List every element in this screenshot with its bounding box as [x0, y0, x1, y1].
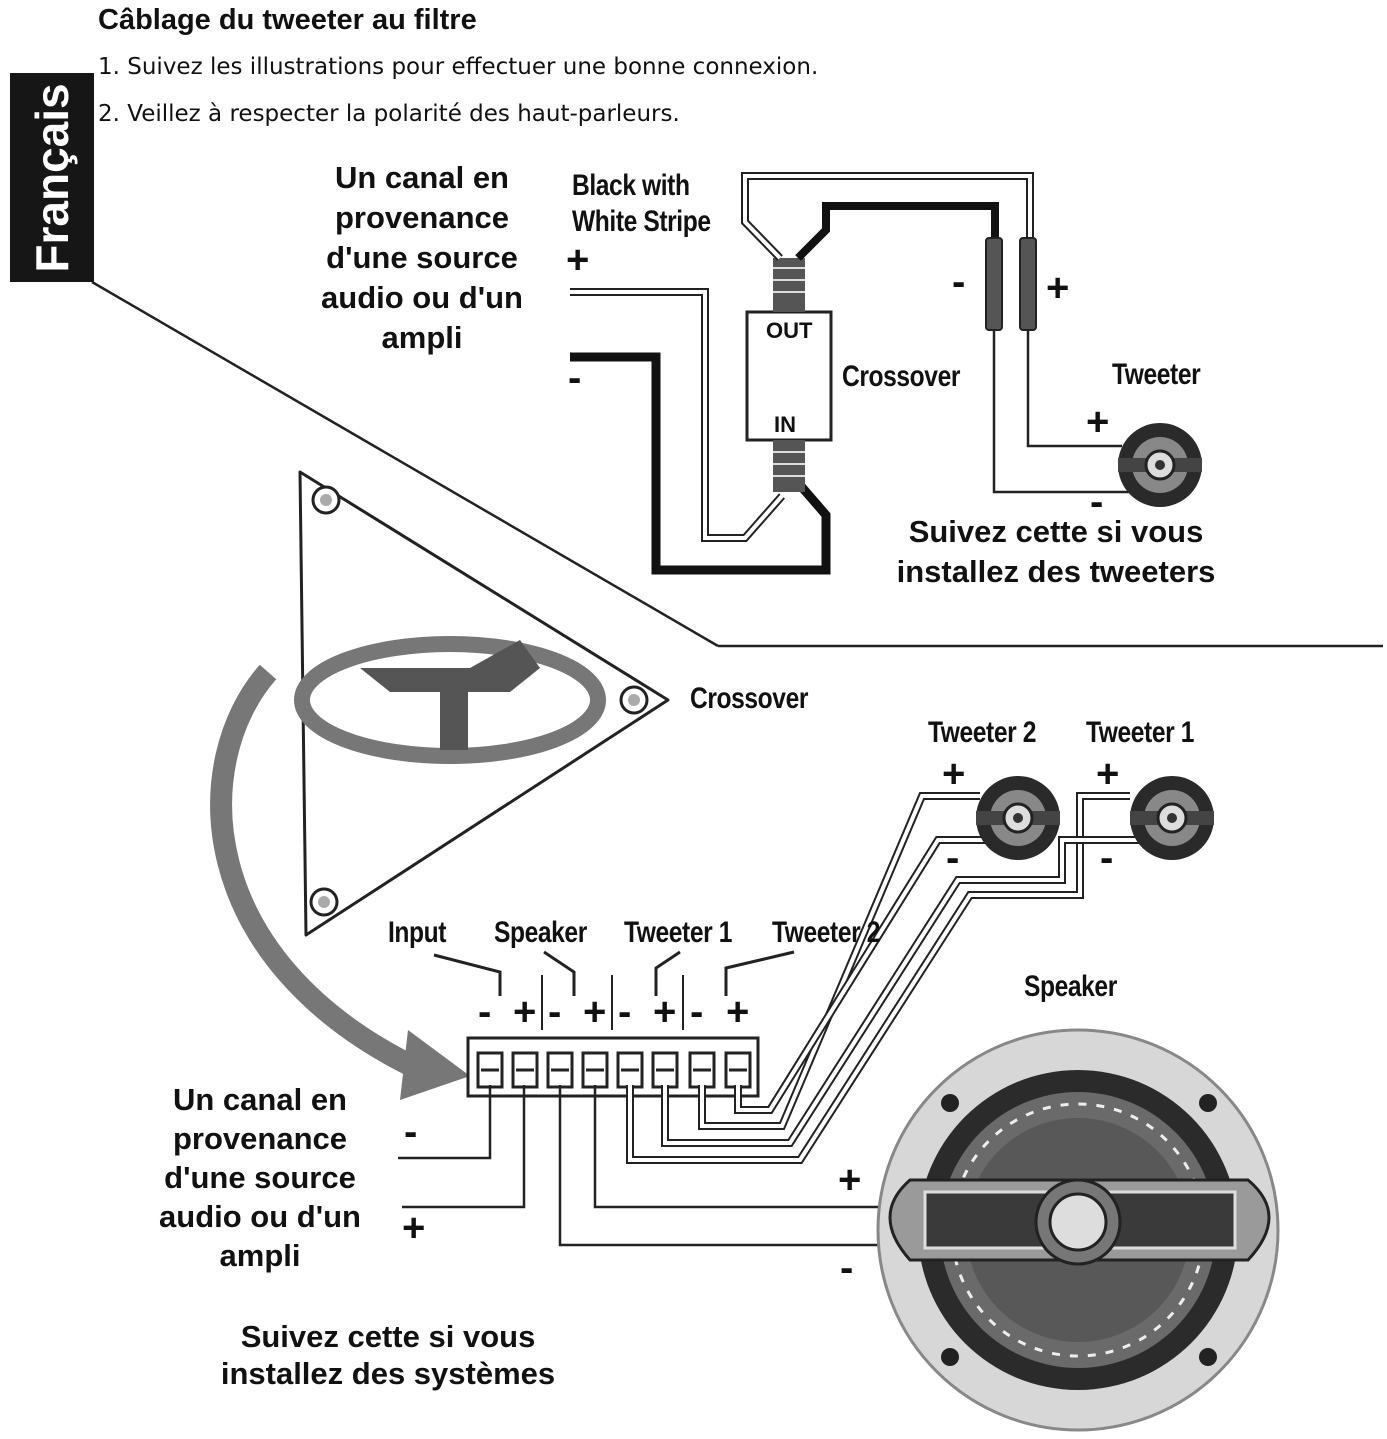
speaker-label: Speaker: [1024, 970, 1117, 1003]
bottom-source-minus: -: [404, 1110, 418, 1154]
speaker-plus-sign: +: [838, 1158, 862, 1202]
top-note: Suivez cette si vous installez des tweet…: [896, 514, 1216, 589]
terminal-sign-4: +: [583, 990, 607, 1034]
connector-positive: [1019, 237, 1037, 331]
tweeter-plus-sign: +: [1086, 400, 1110, 444]
terminal-sign-7: -: [690, 990, 704, 1034]
crossover-triangle-graphic: [294, 470, 670, 937]
terminal-label-speaker: Speaker: [494, 916, 587, 949]
curved-arrow-graphic: [210, 664, 470, 1100]
terminal-leaders: [433, 950, 795, 996]
crossover-cable-top: [773, 258, 805, 312]
divider-diagonal: [91, 280, 719, 648]
tweeter-minus-sign: -: [1090, 480, 1104, 524]
terminal-sign-3: -: [548, 990, 562, 1034]
tweeter1-label: Tweeter 1: [1086, 716, 1194, 749]
terminal-label-input: Input: [388, 916, 447, 949]
language-tab: Français: [10, 73, 94, 282]
speaker-wire-negative: [558, 1085, 880, 1247]
tweeter2-plus-sign: +: [942, 752, 966, 796]
tweeter1-graphic: [1130, 776, 1214, 860]
terminal-sign-5: -: [618, 990, 632, 1034]
instruction-step-1: 1. Suivez les illustrations pour effectu…: [98, 54, 819, 80]
instruction-step-2: 2. Veillez à respecter la polarité des h…: [98, 101, 680, 127]
tweeter1-wires: [626, 792, 1140, 1164]
crossover-in-label: IN: [774, 412, 796, 437]
terminal-label-tweeter2: Tweeter 2: [772, 916, 880, 949]
crossover-out-label: OUT: [766, 318, 813, 343]
top-tweeter-graphic: [1118, 423, 1202, 507]
terminal-label-tweeter1: Tweeter 1: [624, 916, 732, 949]
terminal-sign-separators: [541, 975, 684, 1030]
negative-source-wire: [570, 352, 831, 575]
tweeter2-minus-sign: -: [946, 836, 960, 880]
bottom-crossover-label: Crossover: [690, 682, 809, 715]
tweeter-lead-positive: [1026, 330, 1122, 448]
tweeter2-graphic: [976, 776, 1060, 860]
terminal-sign-8: +: [726, 990, 750, 1034]
connector-negative: [985, 237, 1003, 331]
top-source-minus: -: [568, 356, 582, 400]
page-title: Câblage du tweeter au filtre: [98, 4, 477, 36]
input-wire-negative: [398, 1085, 492, 1160]
top-crossover-label: Crossover: [842, 360, 961, 393]
terminal-sign-2: +: [513, 990, 537, 1034]
tweeter2-wires: [698, 792, 988, 1130]
wire-stripe-label: Black with White Stripe: [572, 169, 711, 238]
connector-plus-sign: +: [1046, 266, 1070, 310]
terminal-sign-6: +: [653, 990, 677, 1034]
tweeter1-minus-sign: -: [1100, 836, 1114, 880]
tweeter2-label: Tweeter 2: [928, 716, 1036, 749]
bottom-note: Suivez cette si vous installez des systè…: [220, 1319, 556, 1391]
bottom-source-label: Un canal en provenance d'une source audi…: [159, 1082, 361, 1273]
input-wire-positive: [402, 1085, 526, 1209]
top-source-label: Un canal en provenance d'une source audi…: [321, 160, 523, 355]
speaker-wire-positive: [593, 1085, 880, 1209]
terminal-sign-1: -: [478, 990, 492, 1034]
speaker-graphic: [876, 1028, 1280, 1432]
connector-minus-sign: -: [952, 260, 966, 304]
crossover-cable-bottom: [773, 440, 805, 492]
top-tweeter-label: Tweeter: [1112, 358, 1201, 391]
top-source-plus: +: [566, 238, 590, 282]
positive-source-wire: [570, 288, 786, 542]
speaker-minus-sign: -: [840, 1246, 854, 1290]
tweeter1-plus-sign: +: [1096, 752, 1120, 796]
output-wire-black: [795, 202, 999, 261]
output-wire-striped: [741, 172, 1034, 261]
bottom-source-plus: +: [402, 1206, 426, 1250]
